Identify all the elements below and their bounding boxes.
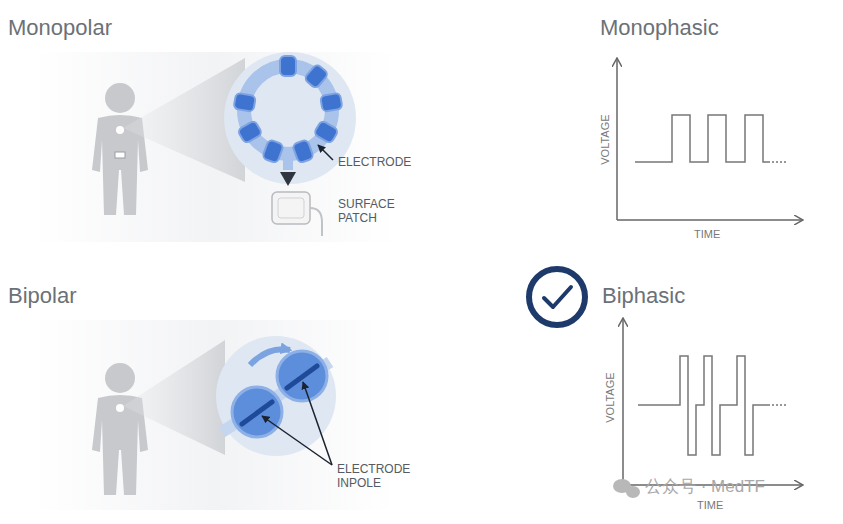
panel-title: Monophasic xyxy=(600,15,719,41)
axis xyxy=(622,318,624,485)
watermark: 公众号 · MedTF xyxy=(645,477,765,497)
current-arrow xyxy=(250,349,290,365)
magnifier-cone xyxy=(123,340,225,455)
biphasic-wave xyxy=(638,356,770,455)
axis xyxy=(616,58,618,220)
electrode-disc xyxy=(232,387,282,437)
check-icon xyxy=(529,269,585,325)
person-figure xyxy=(92,83,148,215)
magnifier-circle xyxy=(224,52,356,184)
panel-title: Monopolar xyxy=(8,15,112,41)
axis xyxy=(617,219,803,221)
leader-line xyxy=(303,382,332,465)
watermark-icon xyxy=(613,479,640,498)
electrode-disc xyxy=(277,351,327,401)
part-label: ELECTRODE INPOLE xyxy=(337,462,417,491)
axis-label: TIME xyxy=(694,228,720,241)
surface-patch xyxy=(272,192,310,224)
part-label: SURFACE PATCH xyxy=(338,197,408,226)
panel-title: Biphasic xyxy=(602,283,685,309)
leader-line xyxy=(318,145,333,160)
ring-electrodes xyxy=(233,56,342,163)
magnifier-circle xyxy=(216,336,336,456)
part-label: ELECTRODE xyxy=(338,155,411,169)
axis-label: VOLTAGE xyxy=(603,373,616,423)
panel-title: Bipolar xyxy=(8,283,76,309)
leader-line xyxy=(262,416,332,465)
person-figure xyxy=(92,363,148,495)
monophasic-wave xyxy=(635,115,770,162)
connector-tip xyxy=(280,172,296,186)
axis-label: TIME xyxy=(697,499,723,512)
axis-label: VOLTAGE xyxy=(598,115,611,165)
